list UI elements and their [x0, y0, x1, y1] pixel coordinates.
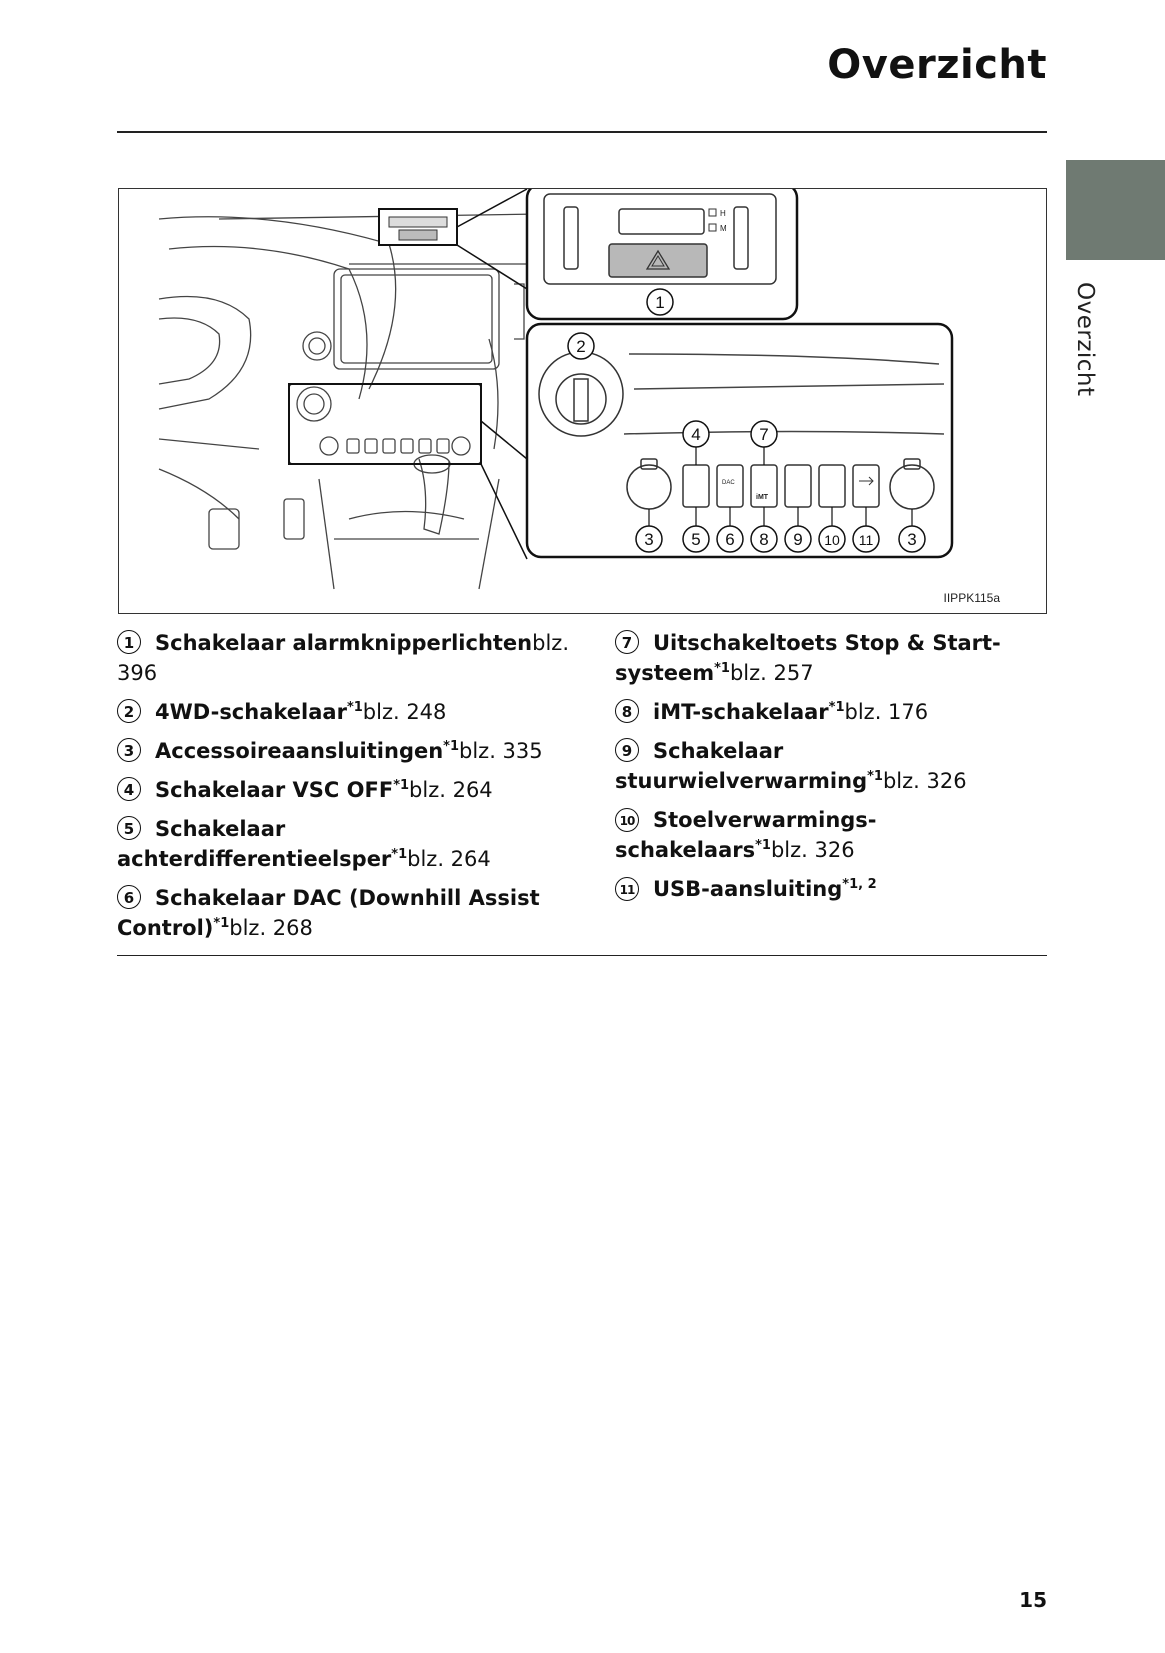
legend-number-11: 11	[615, 877, 639, 901]
callout-11: 11	[859, 532, 874, 548]
legend-item-4: 4 Schakelaar VSC OFF*1blz. 264	[117, 775, 587, 805]
legend-number-9: 9	[615, 738, 639, 762]
legend-number-4: 4	[117, 777, 141, 801]
legend-name-4: Schakelaar VSC OFF	[155, 778, 394, 802]
callout-10: 10	[824, 532, 840, 548]
callout-7: 7	[759, 425, 768, 444]
legend-note-9: *1	[867, 769, 883, 784]
legend-number-1: 1	[117, 630, 141, 654]
figure-code: IIPPK115a	[943, 591, 1000, 605]
legend-name-1: Schakelaar alarmknipperlichten	[155, 631, 533, 655]
legend-name-10: Stoelverwarmings-schakelaars	[615, 808, 877, 862]
section-tab	[1066, 160, 1165, 260]
legend-number-10: 10	[615, 808, 639, 832]
section-tab-label: Overzicht	[1072, 282, 1098, 397]
legend-ref-5: blz. 264	[407, 847, 491, 871]
legend-ref-2: blz. 248	[362, 700, 447, 724]
legend-item-8: 8 iMT-schakelaar*1blz. 176	[615, 697, 1045, 727]
legend-note-11: *1, 2	[842, 877, 877, 892]
legend-item-1: 1 Schakelaar alarmknipperlichtenblz. 396	[117, 628, 587, 688]
legend-ref-4: blz. 264	[409, 778, 493, 802]
legend-ref-7: blz. 257	[729, 661, 814, 685]
legend-name-8: iMT-schakelaar	[653, 700, 829, 724]
legend-item-11: 11 USB-aansluiting*1, 2	[615, 874, 1045, 904]
callout-3-left: 3	[644, 530, 653, 549]
legend-name-11: USB-aansluiting	[653, 877, 843, 901]
header-rule	[117, 131, 1047, 133]
legend-ref-9: blz. 326	[882, 769, 967, 793]
legend-ref-8: blz. 176	[844, 700, 929, 724]
legend-name-3: Accessoireaansluitingen	[155, 739, 444, 763]
legend-ref-1: blz. 396	[117, 631, 570, 685]
legend-number-8: 8	[615, 699, 639, 723]
callout-8: 8	[759, 530, 768, 549]
legend-name-7: Uitschakeltoets Stop & Start-systeem	[615, 631, 1001, 685]
legend-note-3: *1	[443, 739, 460, 754]
legend-ref-6: blz. 268	[229, 916, 313, 940]
legend-note-7: *1	[714, 661, 730, 676]
legend-item-3: 3 Accessoireaansluitingen*1blz. 335	[117, 736, 587, 766]
legend-note-8: *1	[828, 700, 845, 715]
legend-ref-10: blz. 326	[770, 838, 855, 862]
callout-4: 4	[691, 425, 700, 444]
page-title: Overzicht	[827, 42, 1047, 88]
imt-switch-mark: iMT	[756, 494, 769, 501]
callout-5: 5	[691, 530, 700, 549]
legend-bottom-rule	[117, 955, 1047, 956]
legend-note-10: *1	[755, 838, 771, 853]
legend-ref-3: blz. 335	[459, 739, 543, 763]
legend-name-2: 4WD-schakelaar	[155, 700, 347, 724]
callout-3-right: 3	[907, 530, 916, 549]
legend-note-2: *1	[346, 700, 363, 715]
legend-name-9: Schakelaar stuurwielverwarming	[615, 739, 868, 793]
legend-number-6: 6	[117, 885, 141, 909]
legend-number-5: 5	[117, 816, 141, 840]
legend-note-5: *1	[391, 847, 408, 862]
legend-number-3: 3	[117, 738, 141, 762]
hazard-panel-mark-h: H	[720, 209, 726, 218]
callout-6: 6	[725, 530, 734, 549]
dashboard-illustration: H M DAC iMT	[118, 188, 1047, 614]
legend-note-4: *1	[393, 778, 410, 793]
legend-name-5: Schakelaar achterdifferentieelsper	[117, 817, 392, 871]
callout-9: 9	[793, 530, 802, 549]
legend-name-6: Schakelaar DAC (Downhill Assist Control)	[117, 886, 540, 940]
callout-1: 1	[655, 293, 664, 312]
legend-number-7: 7	[615, 630, 639, 654]
dac-switch-mark: DAC	[722, 480, 735, 486]
callout-2: 2	[576, 337, 585, 356]
hazard-panel-mark-m: M	[720, 224, 727, 233]
legend-note-6: *1	[213, 916, 230, 931]
legend-number-2: 2	[117, 699, 141, 723]
legend-item-2: 2 4WD-schakelaar*1blz. 248	[117, 697, 587, 727]
page-number: 15	[1019, 1588, 1047, 1612]
